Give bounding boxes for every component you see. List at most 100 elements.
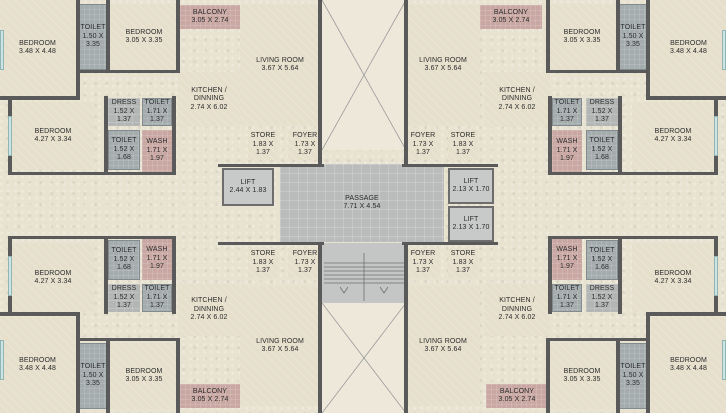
room-label: TOILET <box>589 247 615 255</box>
staircase-icon <box>324 253 404 301</box>
wall <box>402 242 498 245</box>
tl-bedroom-3: BEDROOM 4.27 X 3.34 <box>12 102 94 170</box>
room-label: LIVING ROOM <box>256 56 304 64</box>
room-label: KITCHEN / <box>191 86 227 94</box>
bl-store: STORE 1.83 X 1.37 <box>248 248 278 278</box>
br-toilet-1: TOILET 1.50 X 3.35 <box>619 343 647 409</box>
room-label: DRESS <box>111 285 137 293</box>
wall <box>648 312 726 316</box>
bl-balcony: BALCONY 3.05 X 2.74 <box>180 384 240 408</box>
room-label: BEDROOM <box>125 367 163 375</box>
room-size: 1.71 X 1.37 <box>146 107 168 124</box>
wall <box>78 70 180 73</box>
room-size: 1.83 X 1.37 <box>252 140 274 157</box>
room-label: DINNING <box>501 305 533 313</box>
tl-toilet-3: TOILET 1.52 X 1.68 <box>108 130 140 170</box>
br-living-room: LIVING ROOM 3.67 X 5.64 <box>406 286 480 406</box>
room-label: LIVING ROOM <box>419 337 467 345</box>
room-size: 1.52 X 1.37 <box>113 293 135 310</box>
wall <box>548 236 552 314</box>
room-size: 3.67 X 5.64 <box>424 346 462 353</box>
br-foyer: FOYER 1.73 X 1.37 <box>406 248 440 278</box>
tl-living-room: LIVING ROOM 3.67 X 5.64 <box>240 5 320 125</box>
bl-toilet-2: TOILET 1.71 X 1.37 <box>142 284 172 312</box>
wall <box>548 96 552 174</box>
wall <box>172 96 176 174</box>
wall <box>546 338 550 413</box>
room-size: 3.05 X 2.74 <box>191 396 229 403</box>
wall <box>176 0 180 72</box>
room-size: 3.05 X 3.35 <box>563 37 601 44</box>
wall <box>548 172 718 175</box>
wall <box>616 0 620 72</box>
wall <box>404 0 408 164</box>
room-label: TOILET <box>144 99 170 107</box>
passage: PASSAGE 7.71 X 4.54 <box>280 164 444 242</box>
room-label: WASH <box>146 246 168 254</box>
lift-3: LIFT 2.13 X 1.70 <box>448 206 494 242</box>
room-size: 1.52 X 1.68 <box>591 255 613 272</box>
tr-toilet-1: TOILET 1.50 X 3.35 <box>619 4 647 70</box>
window <box>0 30 4 70</box>
room-size: 1.83 X 1.37 <box>252 258 274 275</box>
room-label: TOILET <box>111 137 137 145</box>
room-label: DINNING <box>501 95 533 103</box>
room-size: 1.50 X 3.35 <box>82 32 104 49</box>
window <box>8 116 12 156</box>
wall <box>546 70 648 73</box>
wall <box>104 236 108 314</box>
room-label: KITCHEN / <box>499 297 535 305</box>
tr-store: STORE 1.83 X 1.37 <box>448 130 478 160</box>
room-size: 1.52 X 1.68 <box>591 145 613 162</box>
tl-store: STORE 1.83 X 1.37 <box>248 130 278 160</box>
room-label: LIFT <box>463 177 479 185</box>
room-size: 1.52 X 1.68 <box>113 145 135 162</box>
bl-kitchen: KITCHEN / DINNING 2.74 X 6.02 <box>178 284 240 336</box>
room-label: STORE <box>250 250 276 258</box>
br-balcony: BALCONY 3.05 X 2.74 <box>486 384 548 408</box>
room-label: KITCHEN / <box>499 86 535 94</box>
bl-living-room: LIVING ROOM 3.67 X 5.64 <box>240 286 320 406</box>
tr-bedroom-1: BEDROOM 3.48 X 4.48 <box>651 0 726 96</box>
wall <box>646 0 650 100</box>
room-size: 3.05 X 2.74 <box>191 17 229 24</box>
wall <box>646 312 650 413</box>
room-label: DRESS <box>111 99 137 107</box>
room-label: BEDROOM <box>34 269 72 277</box>
room-size: 1.83 X 1.37 <box>452 140 474 157</box>
room-size: 1.52 X 1.37 <box>113 107 135 124</box>
wall <box>546 338 648 341</box>
wall <box>8 172 176 175</box>
room-label: STORE <box>450 250 476 258</box>
wall <box>548 236 718 239</box>
room-size: 1.71 X 1.97 <box>556 254 578 271</box>
room-label: BEDROOM <box>34 127 72 135</box>
room-size: 7.71 X 4.54 <box>343 203 381 210</box>
window <box>714 116 718 156</box>
room-label: WASH <box>556 246 578 254</box>
room-label: BEDROOM <box>125 28 163 36</box>
br-dress: DRESS 1.52 X 1.37 <box>586 284 618 312</box>
room-size: 3.05 X 3.35 <box>563 376 601 383</box>
room-size: 1.71 X 1.37 <box>556 293 578 310</box>
br-kitchen: KITCHEN / DINNING 2.74 X 6.02 <box>484 284 550 336</box>
room-label: WASH <box>146 138 168 146</box>
wall <box>402 164 498 167</box>
room-label: LIVING ROOM <box>256 337 304 345</box>
tr-foyer: FOYER 1.73 X 1.37 <box>406 130 440 160</box>
room-label: PASSAGE <box>345 194 379 202</box>
window <box>722 340 726 380</box>
room-size: 2.74 X 6.02 <box>498 103 536 111</box>
tl-bedroom-2: BEDROOM 3.05 X 3.35 <box>110 4 178 70</box>
wall <box>0 312 78 316</box>
br-toilet-3: TOILET 1.52 X 1.68 <box>586 240 618 280</box>
tl-bedroom-1: BEDROOM 3.48 X 4.48 <box>0 0 75 96</box>
room-label: DRESS <box>589 99 615 107</box>
room-label: TOILET <box>111 247 137 255</box>
wall <box>546 0 550 72</box>
room-label: DINNING <box>193 95 225 103</box>
room-size: 1.73 X 1.37 <box>412 258 434 275</box>
bl-dress: DRESS 1.52 X 1.37 <box>108 284 140 312</box>
tr-toilet-2: TOILET 1.71 X 1.37 <box>552 98 582 126</box>
br-store: STORE 1.83 X 1.37 <box>448 248 478 278</box>
